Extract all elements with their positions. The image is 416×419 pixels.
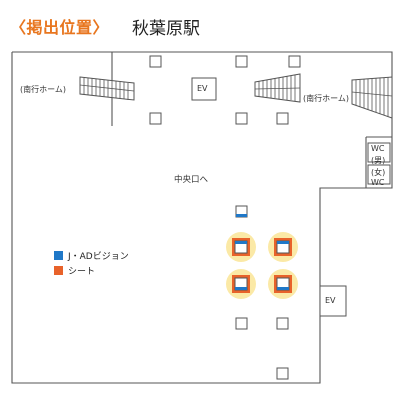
legend-label: J・ADビジョン — [68, 252, 129, 262]
title-tag: 〈掲出位置〉 — [10, 18, 110, 37]
legend-item-sheet: シート — [54, 264, 95, 277]
legend-item-jad-vision: J・ADビジョン — [54, 249, 129, 262]
jad-vision-pillar — [235, 205, 248, 218]
legend-swatch-blue — [54, 251, 63, 260]
elevator-bottom — [319, 285, 347, 317]
right-escalator — [351, 76, 393, 119]
platform-label-left: (南行ホーム) — [20, 85, 67, 94]
wc-women-sub: (女) — [371, 168, 386, 177]
sheet-pillars — [226, 232, 298, 299]
wc-women-label: WC — [371, 178, 385, 187]
station-name: 秋葉原駅 — [132, 19, 200, 39]
pillars — [149, 55, 301, 380]
elevator-top-label: EV — [197, 84, 208, 93]
legend-label: シート — [68, 267, 96, 277]
legend-swatch-orange — [54, 266, 63, 275]
platform-label-right: (南行ホーム) — [303, 94, 350, 103]
wc-rooms — [367, 142, 391, 185]
center-escalator — [254, 73, 301, 103]
left-escalator — [79, 76, 135, 101]
elevator-top — [191, 77, 217, 101]
elevator-bottom-label: EV — [325, 296, 336, 305]
central-exit-label: 中央口へ — [174, 175, 209, 185]
wc-men-sub: (男) — [371, 156, 386, 165]
wc-men-label: WC — [371, 144, 385, 153]
